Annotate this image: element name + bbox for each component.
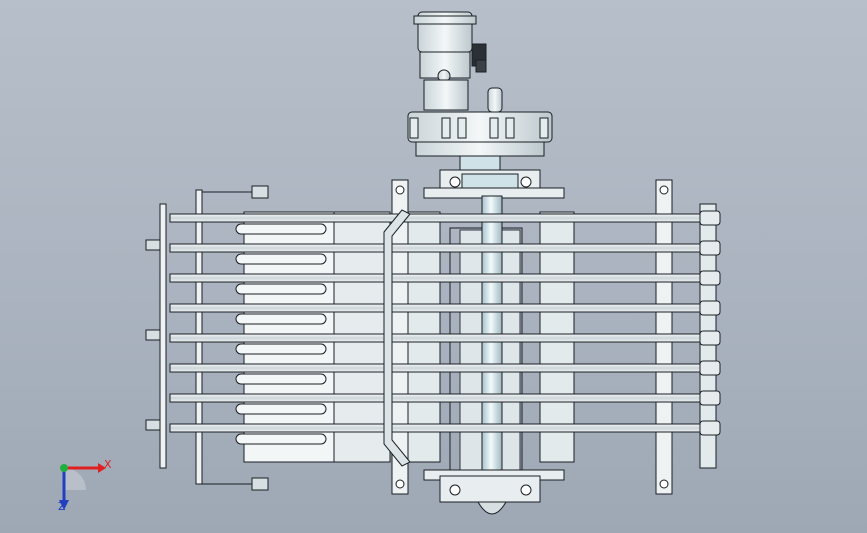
motor-housing xyxy=(407,11,553,177)
tie-rod xyxy=(169,213,711,223)
view-triad xyxy=(40,450,120,520)
upper-bracket xyxy=(423,169,565,199)
tie-rods xyxy=(169,210,721,445)
rod-end-nut xyxy=(699,330,721,346)
rod-end-nut xyxy=(699,270,721,286)
z-axis-label: Z xyxy=(58,500,66,513)
clamp-block xyxy=(235,433,327,445)
lower-bracket xyxy=(423,469,565,515)
tie-rod xyxy=(169,333,711,343)
rod-end-nut xyxy=(699,300,721,316)
bent-bracket xyxy=(383,209,411,467)
clamp-block xyxy=(235,373,327,385)
clamp-block xyxy=(235,403,327,415)
rod-end-nut xyxy=(699,390,721,406)
clamp-block xyxy=(235,283,327,295)
x-axis-label: X xyxy=(104,458,112,471)
rod-end-nut xyxy=(699,360,721,376)
tie-rod xyxy=(169,303,711,313)
tie-rod xyxy=(169,393,711,403)
clamp-block xyxy=(235,313,327,325)
motor-bolts xyxy=(409,117,549,139)
tie-rod xyxy=(169,363,711,373)
clamp-block xyxy=(235,223,327,235)
tie-rod xyxy=(169,423,711,433)
clamp-block xyxy=(235,343,327,355)
rod-end-nut xyxy=(699,420,721,436)
rod-end-nut xyxy=(699,240,721,256)
tie-rod xyxy=(169,243,711,253)
rod-end-nut xyxy=(699,210,721,226)
clamp-block xyxy=(235,253,327,265)
tie-rod xyxy=(169,273,711,283)
